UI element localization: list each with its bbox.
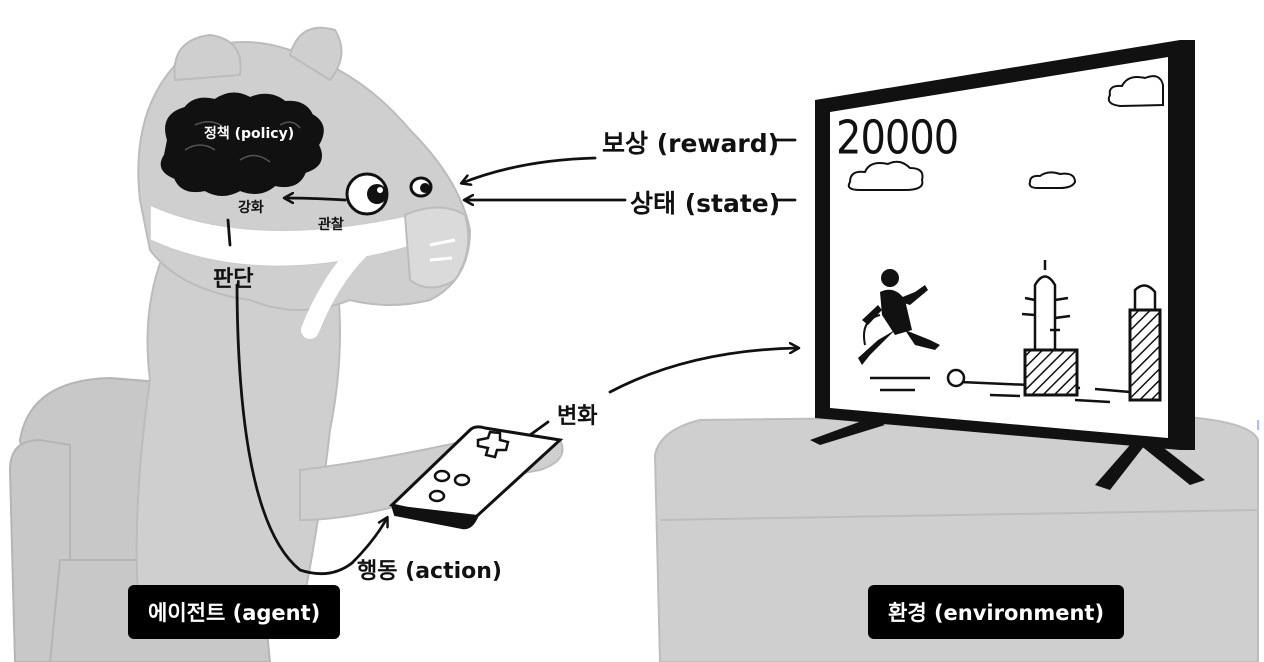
game-score: 20000 xyxy=(836,112,959,165)
policy-label: 정책 (policy) xyxy=(204,126,295,142)
cactus-icon xyxy=(1021,260,1162,402)
action-label: 행동 (action) xyxy=(357,559,502,584)
coin-icon xyxy=(946,368,966,388)
reward-label: 보상 (reward) xyxy=(602,129,780,158)
state-label: 상태 (state) xyxy=(630,189,781,218)
reinforce-label: 강화 xyxy=(238,200,264,216)
runner-icon xyxy=(858,269,940,365)
remote-controller-icon xyxy=(388,425,564,530)
change-label: 변화 xyxy=(557,404,598,429)
flow-arrows xyxy=(226,138,798,576)
game-clouds xyxy=(847,75,1164,191)
observe-label: 관찰 xyxy=(318,217,344,233)
tv xyxy=(810,40,1205,490)
brain-icon xyxy=(160,92,324,196)
eye-icon xyxy=(345,172,433,216)
agent-tag: 에이전트 (agent) xyxy=(128,585,341,639)
environment-tag: 환경 (environment) xyxy=(868,585,1125,639)
judge-label: 판단 xyxy=(213,267,254,292)
